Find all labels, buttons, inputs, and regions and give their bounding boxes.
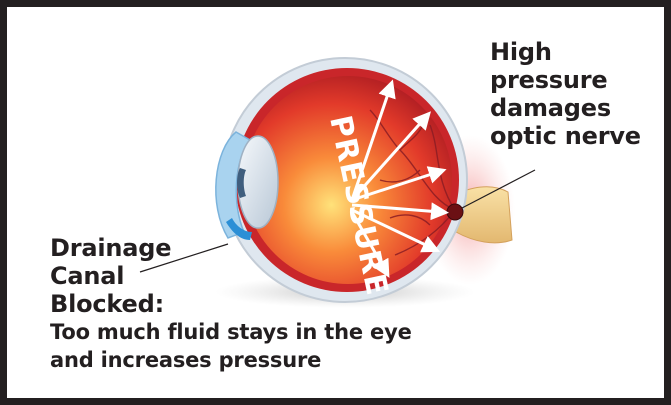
- drainage-label-line: Blocked:: [50, 290, 250, 318]
- drainage-label-line: Drainage: [50, 234, 250, 262]
- optic-nerve-label-line: pressure: [490, 66, 660, 94]
- drainage-desc-line: Too much fluid stays in the eye: [50, 318, 470, 346]
- optic-disc: [447, 204, 463, 220]
- optic-nerve-label: High pressure damages optic nerve: [490, 38, 660, 150]
- lens: [238, 136, 278, 228]
- drainage-label-title: Drainage Canal Blocked:: [50, 234, 250, 318]
- optic-nerve-label-line: High: [490, 38, 660, 66]
- drainage-label-line: Canal: [50, 262, 250, 290]
- drainage-desc-line: and increases pressure: [50, 346, 470, 374]
- optic-nerve-label-line: damages: [490, 94, 660, 122]
- drainage-label-description: Too much fluid stays in the eye and incr…: [50, 318, 470, 374]
- optic-nerve-label-line: optic nerve: [490, 122, 660, 150]
